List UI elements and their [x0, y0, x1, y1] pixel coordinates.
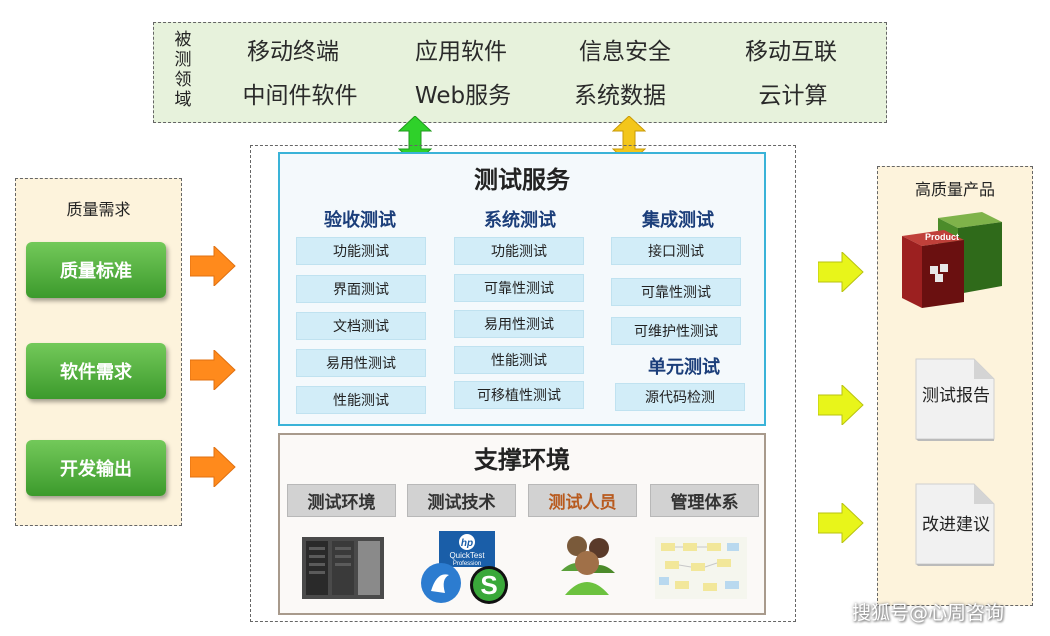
acceptance-document-test[interactable]: 文档测试	[296, 312, 426, 340]
system-portability-test[interactable]: 可移植性测试	[454, 381, 584, 409]
domain-information-security: 信息安全	[579, 39, 671, 65]
product-boxes-icon: Product	[902, 212, 1002, 308]
lime-arrow-icon	[818, 252, 864, 292]
center-panel	[250, 145, 796, 622]
test-report-document-icon	[915, 358, 995, 441]
domain-system-data: 系统数据	[574, 83, 666, 109]
quality-requirements-title: 质量需求	[66, 200, 131, 219]
lime-arrow-icon	[818, 385, 864, 425]
acceptance-functional-test[interactable]: 功能测试	[296, 237, 426, 265]
integration-maintainability-test[interactable]: 可维护性测试	[611, 317, 741, 345]
system-testing-title: 系统测试	[484, 210, 556, 231]
domain-cloud-computing: 云计算	[758, 83, 828, 109]
support-environment-title: 支撑环境	[474, 446, 570, 474]
domain-web-services: Web服务	[414, 83, 512, 109]
system-performance-test[interactable]: 性能测试	[454, 346, 584, 374]
domain-mobile-terminal: 移动终端	[247, 39, 339, 65]
quicktest-text: QuickTest	[449, 551, 485, 560]
domain-middleware: 中间件软件	[242, 83, 358, 109]
hp-quicktest-logo-icon: hp QuickTest Profession S	[421, 531, 508, 604]
orange-arrow-icon	[190, 350, 236, 390]
acceptance-ui-test[interactable]: 界面测试	[296, 275, 426, 303]
acceptance-performance-test[interactable]: 性能测试	[296, 386, 426, 414]
management-flowchart-image	[655, 537, 747, 599]
domain-mobile-internet: 移动互联	[745, 39, 837, 65]
domain-application-software: 应用软件	[415, 39, 507, 65]
server-rack-image	[302, 537, 384, 599]
test-environment-button[interactable]: 测试环境	[287, 484, 396, 517]
acceptance-testing-title: 验收测试	[324, 210, 396, 231]
system-functional-test[interactable]: 功能测试	[454, 237, 584, 265]
integration-reliability-test[interactable]: 可靠性测试	[611, 278, 741, 306]
acceptance-usability-test[interactable]: 易用性测试	[296, 349, 426, 377]
tested-domains-panel	[153, 22, 887, 123]
hp-text: hp	[461, 538, 473, 549]
test-technology-button[interactable]: 测试技术	[407, 484, 516, 517]
test-services-title: 测试服务	[474, 166, 570, 194]
svg-text:S: S	[480, 570, 497, 600]
integration-testing-title: 集成测试	[642, 210, 714, 231]
lime-arrow-icon	[818, 503, 864, 543]
unit-testing-title: 单元测试	[648, 357, 720, 378]
tested-domains-label: 被测领域	[174, 30, 192, 110]
management-system-button[interactable]: 管理体系	[650, 484, 759, 517]
high-quality-products-title: 高质量产品	[914, 180, 995, 199]
integration-interface-test[interactable]: 接口测试	[611, 237, 741, 265]
improvement-suggestions-label: 改进建议	[922, 515, 990, 535]
development-output-button[interactable]: 开发输出	[26, 440, 166, 496]
unit-source-code-check[interactable]: 源代码检测	[615, 383, 745, 411]
software-requirements-button[interactable]: 软件需求	[26, 343, 166, 399]
test-report-label: 测试报告	[922, 386, 990, 406]
quality-standard-button[interactable]: 质量标准	[26, 242, 166, 298]
watermark-text: 搜狐号@心周咨询	[852, 602, 1005, 624]
professional-text: Profession	[453, 561, 481, 567]
product-box-label: Product	[925, 232, 959, 242]
test-personnel-button[interactable]: 测试人员	[528, 484, 637, 517]
system-usability-test[interactable]: 易用性测试	[454, 310, 584, 338]
orange-arrow-icon	[190, 447, 236, 487]
system-reliability-test[interactable]: 可靠性测试	[454, 274, 584, 302]
orange-arrow-icon	[190, 246, 236, 286]
team-people-icon	[561, 536, 615, 595]
improvement-suggestions-document-icon	[915, 483, 995, 566]
